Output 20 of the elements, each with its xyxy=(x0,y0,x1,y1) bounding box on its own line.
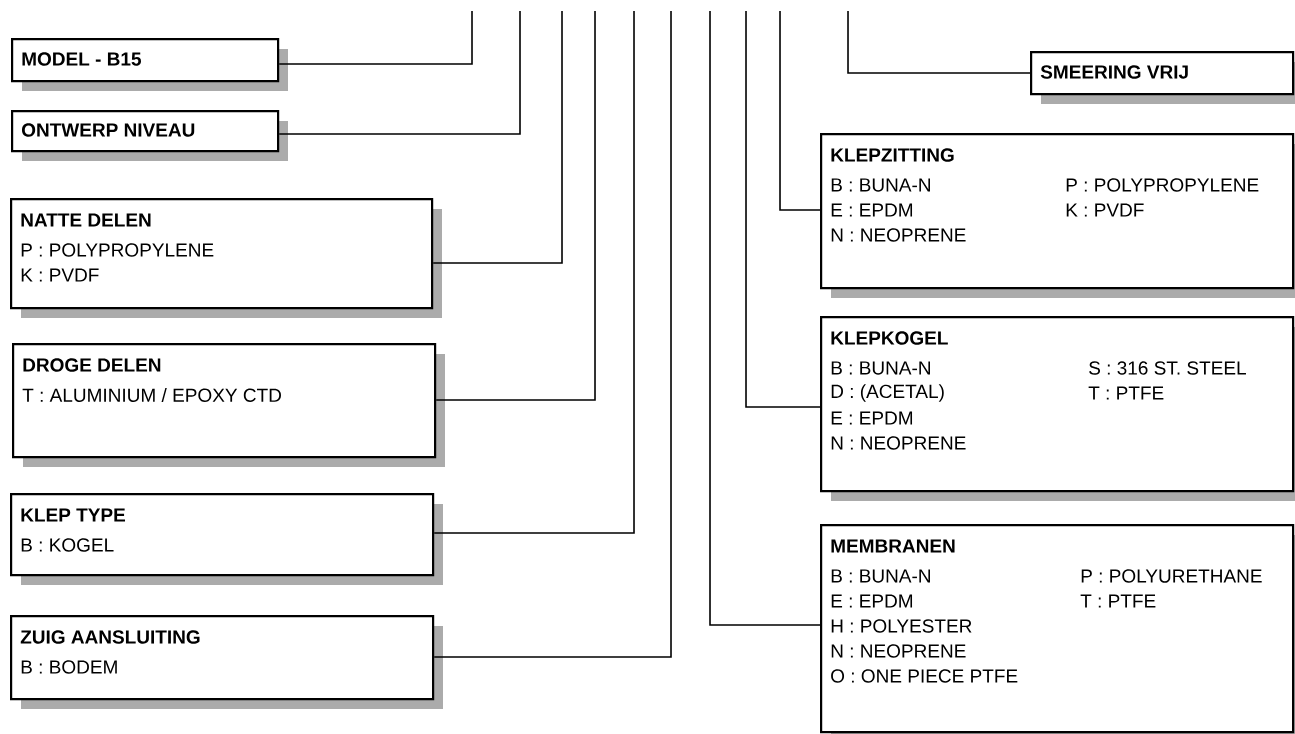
material-code-box: DROGE DELEN T : ALUMINIUM / EPOXY CTD xyxy=(12,343,445,467)
connector-line xyxy=(433,10,672,658)
connector-line xyxy=(278,10,521,135)
connector-line xyxy=(847,10,1031,74)
connector-line xyxy=(745,10,821,408)
material-code-box: MEMBRANEN B : BUNA-N E : EPDM H : POLYESTER N : NEOPRENE O : ONE PIECE PTFE P : POLYURETHANE T : PTFE xyxy=(820,524,1295,734)
option-box: MODEL - B15 xyxy=(11,38,288,91)
option-box: ONTWERP NIVEAU xyxy=(11,110,288,161)
connector-line xyxy=(433,10,635,534)
connector-line xyxy=(709,10,821,626)
material-code-box: ZUIG AANSLUITING B : BODEM xyxy=(10,615,443,709)
option-box: SMEERING VRIJ xyxy=(1030,51,1295,104)
material-code-box: NATTE DELEN P : POLYPROPYLENE K : PVDF xyxy=(10,198,442,318)
material-code-box: KLEPZITTING B : BUNA-N E : EPDM N : NEOPRENE P : POLYPROPYLENE K : PVDF xyxy=(820,133,1295,298)
connector-line xyxy=(779,10,821,211)
connector-line xyxy=(435,10,596,401)
connector-line xyxy=(432,10,563,264)
connector-line xyxy=(278,10,473,65)
material-code-box: KLEP TYPE B : KOGEL xyxy=(10,493,443,585)
material-code-box: KLEPKOGEL B : BUNA-N D : (ACETAL) E : EPDM N : NEOPRENE S : 316 ST. STEEL T : PTFE xyxy=(820,316,1295,501)
